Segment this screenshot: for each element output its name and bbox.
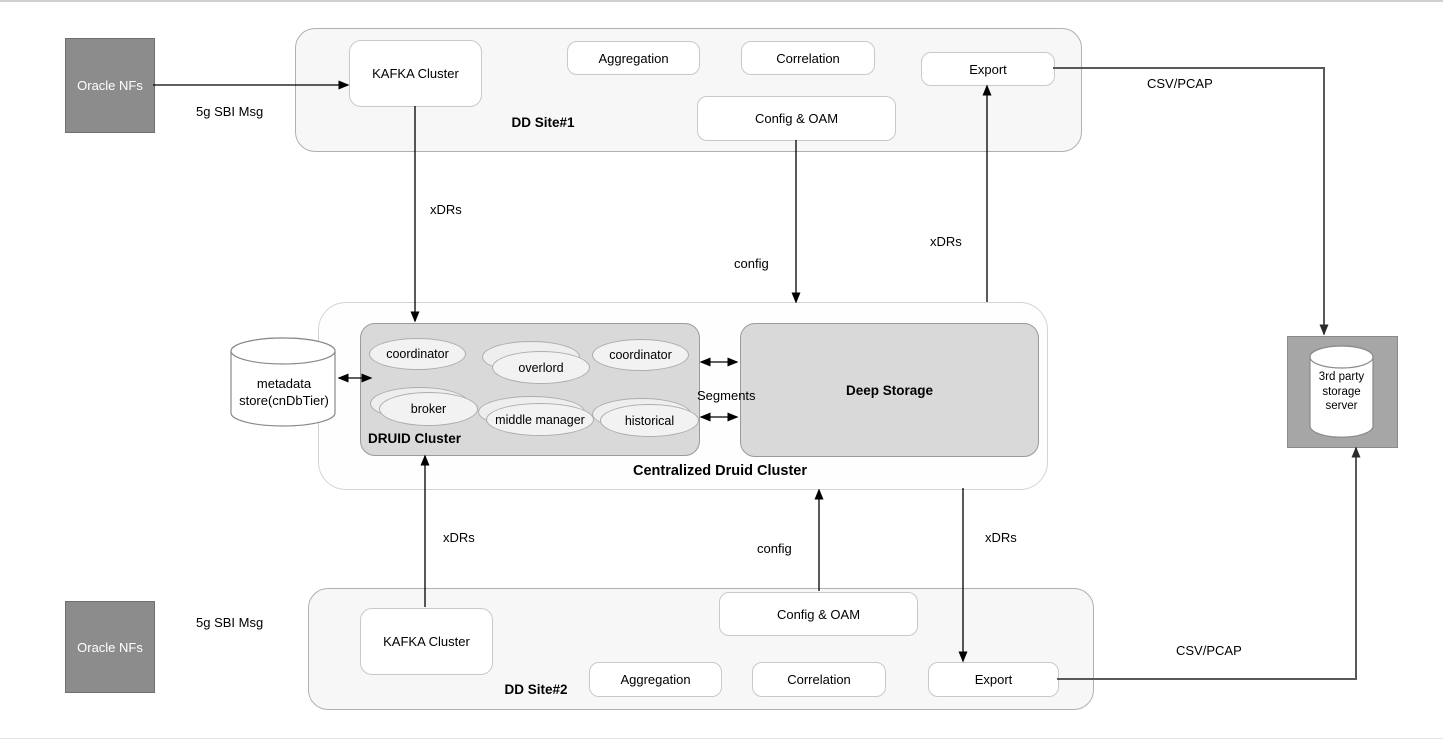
edge-label-xdrs-export1: xDRs — [930, 234, 962, 249]
site1-correlation-label: Correlation — [776, 50, 840, 66]
druid-cluster-box: coordinator overlord coordinator broker … — [360, 323, 700, 456]
metadata-store-line1: metadata — [256, 376, 312, 391]
overlord-label: overlord — [518, 360, 564, 375]
metadata-store-line2: store(cnDbTier) — [239, 392, 329, 408]
arrow-csv-export1-to-storage — [1053, 67, 1329, 336]
site2-export: Export — [928, 662, 1059, 697]
site1-export-label: Export — [969, 61, 1007, 77]
third-party-line2: storage — [1322, 385, 1361, 398]
coordinator1-label: coordinator — [386, 347, 449, 361]
edge-label-xdrs-kafka2: xDRs — [443, 530, 475, 545]
site2-correlation: Correlation — [752, 662, 886, 697]
druid-node-middle-manager: middle manager — [486, 403, 594, 436]
site2-config-oam-label: Config & OAM — [776, 606, 861, 622]
druid-node-historical: historical — [600, 404, 699, 437]
edge-label-segments: Segments — [697, 388, 756, 403]
site2-kafka-label: KAFKA Cluster — [383, 634, 470, 649]
oracle-nfs-bottom-label: Oracle NFs — [77, 639, 143, 655]
edge-label-csv-pcap-top: CSV/PCAP — [1147, 76, 1213, 91]
coordinator2-label: coordinator — [609, 348, 672, 362]
site1-correlation: Correlation — [741, 41, 875, 75]
druid-node-coordinator-2: coordinator — [592, 339, 689, 371]
third-party-storage-text: 3rd party storage server — [1305, 370, 1378, 414]
metadata-store-cylinder — [230, 337, 336, 427]
site2-aggregation-label: Aggregation — [620, 672, 691, 687]
site1-config-oam-label: Config & OAM — [754, 111, 839, 126]
edge-label-config-site1: config — [734, 256, 769, 271]
site2-export-label: Export — [974, 672, 1013, 687]
site1-aggregation: Aggregation — [567, 41, 700, 75]
site1-config-oam: Config & OAM — [697, 96, 896, 141]
druid-node-coordinator-1: coordinator — [369, 338, 466, 370]
third-party-line3: server — [1325, 400, 1358, 413]
edge-label-sbi-bottom: 5g SBI Msg — [196, 615, 264, 630]
site2-aggregation: Aggregation — [589, 662, 722, 697]
metadata-store-text: metadata store(cnDbTier) — [226, 376, 342, 409]
dd-site1-label: DD Site#1 — [511, 115, 575, 130]
historical-label: historical — [624, 413, 675, 428]
site2-kafka-cluster: KAFKA Cluster — [360, 608, 493, 675]
edge-label-csv-pcap-bottom: CSV/PCAP — [1176, 643, 1242, 658]
third-party-line1: 3rd party — [1318, 371, 1365, 383]
druid-node-broker: broker — [379, 392, 478, 426]
centralized-druid-label: Centralized Druid Cluster — [632, 463, 808, 479]
oracle-nfs-top-label: Oracle NFs — [77, 78, 143, 93]
site1-aggregation-label: Aggregation — [598, 50, 669, 66]
broker-label: broker — [410, 402, 447, 416]
middle-manager-label: middle manager — [495, 412, 585, 427]
deep-storage: Deep Storage — [740, 323, 1039, 457]
site1-kafka-cluster: KAFKA Cluster — [349, 40, 482, 107]
edge-label-config-site2: config — [757, 541, 792, 556]
edge-label-xdrs-kafka1: xDRs — [430, 202, 462, 217]
oracle-nfs-bottom: Oracle NFs — [65, 601, 155, 693]
edge-label-sbi-top: 5g SBI Msg — [196, 104, 264, 119]
site2-config-oam: Config & OAM — [719, 592, 918, 636]
dd-site2-label: DD Site#2 — [504, 682, 568, 697]
site1-export: Export — [921, 52, 1055, 86]
oracle-nfs-top: Oracle NFs — [65, 38, 155, 133]
site1-kafka-label: KAFKA Cluster — [372, 66, 459, 81]
deep-storage-label: Deep Storage — [845, 382, 934, 398]
edge-label-xdrs-export2: xDRs — [985, 530, 1017, 545]
top-divider — [0, 0, 1443, 2]
third-party-storage-cylinder — [1309, 345, 1374, 438]
site2-correlation-label: Correlation — [787, 672, 851, 687]
druid-cluster-label: DRUID Cluster — [368, 431, 462, 446]
druid-node-overlord: overlord — [492, 351, 590, 384]
